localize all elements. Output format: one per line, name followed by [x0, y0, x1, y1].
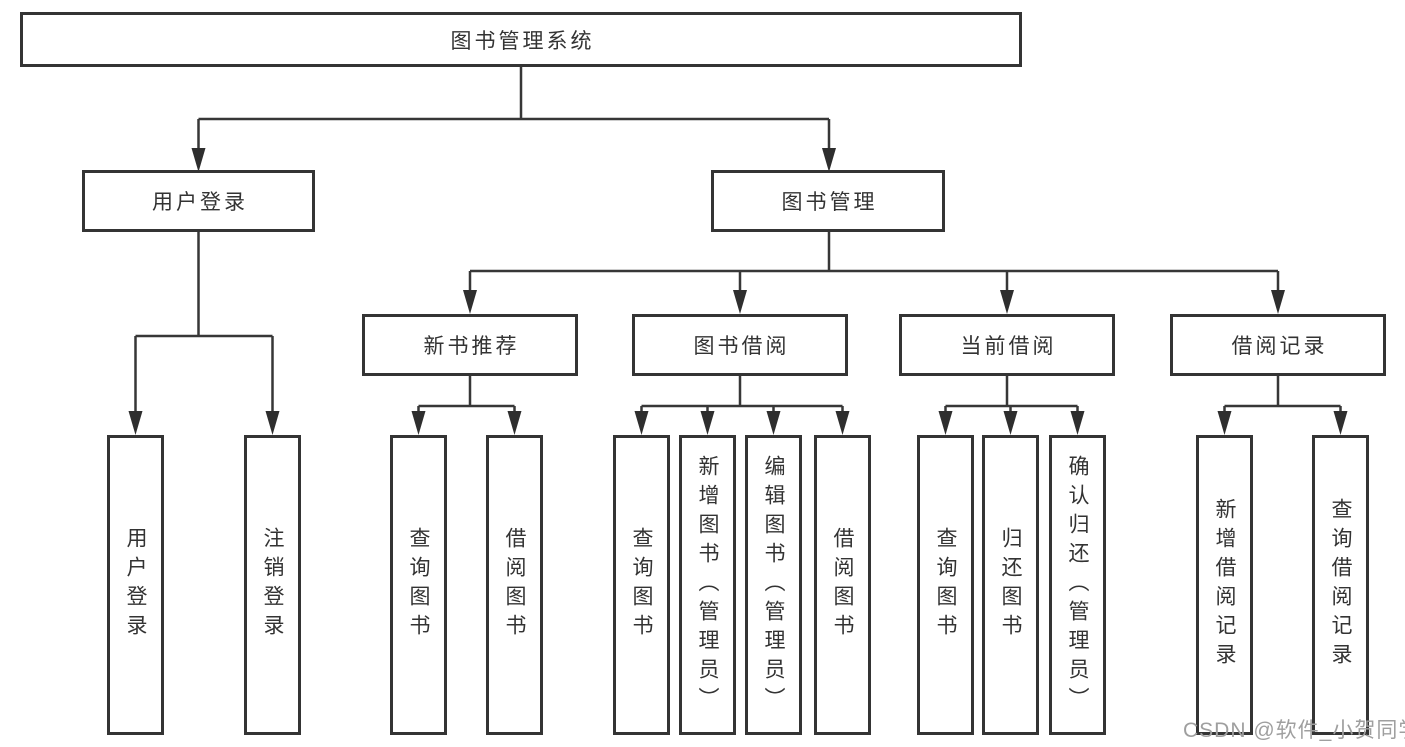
- node-label: 编辑图书（管理员）: [762, 454, 785, 716]
- connector-root-to-level2: [191, 67, 836, 172]
- node-label: 查询图书: [407, 527, 430, 643]
- node-borrow-records: 借阅记录: [1170, 314, 1386, 376]
- node-label: 借阅图书: [831, 527, 854, 643]
- node-label: 新书推荐: [423, 335, 520, 358]
- leaf-query-books-recommend: 查询图书: [390, 435, 447, 735]
- node-book-borrow: 图书借阅: [632, 314, 848, 376]
- node-label: 借阅图书: [503, 527, 526, 643]
- connector-user-login-branch: [128, 232, 280, 435]
- node-label: 确认归还（管理员）: [1066, 454, 1089, 716]
- node-label: 图书管理系统: [450, 29, 595, 53]
- leaf-edit-books-admin: 编辑图书（管理员）: [745, 435, 802, 735]
- node-label: 查询图书: [934, 527, 957, 643]
- connector-book-borrow-branch: [634, 376, 850, 435]
- node-label: 图书借阅: [693, 335, 790, 358]
- node-label: 用户登录: [152, 191, 248, 214]
- node-book-management: 图书管理: [711, 170, 945, 232]
- node-new-book-recommend: 新书推荐: [362, 314, 578, 376]
- leaf-borrow-books-recommend: 借阅图书: [486, 435, 543, 735]
- connector-new-book-branch: [411, 376, 522, 435]
- leaf-logout: 注销登录: [244, 435, 301, 735]
- node-label: 新增图书（管理员）: [696, 454, 719, 716]
- leaf-query-borrow-record: 查询借阅记录: [1312, 435, 1369, 735]
- leaf-add-books-admin: 新增图书（管理员）: [679, 435, 736, 735]
- leaf-borrow-books: 借阅图书: [814, 435, 871, 735]
- connector-current-borrow-branch: [938, 376, 1085, 435]
- leaf-query-books-borrow: 查询图书: [613, 435, 670, 735]
- node-label: 当前借阅: [960, 335, 1057, 358]
- leaf-confirm-return-admin: 确认归还（管理员）: [1049, 435, 1106, 735]
- connector-borrow-record-branch: [1217, 376, 1348, 435]
- node-label: 借阅记录: [1231, 335, 1328, 358]
- node-label: 图书管理: [781, 191, 878, 214]
- leaf-query-books-current: 查询图书: [917, 435, 974, 735]
- node-label: 注销登录: [261, 527, 284, 643]
- connector-book-management-branch: [463, 232, 1285, 314]
- leaf-add-borrow-record: 新增借阅记录: [1196, 435, 1253, 735]
- node-label: 查询图书: [630, 527, 653, 643]
- leaf-user-login: 用户登录: [107, 435, 164, 735]
- node-label: 归还图书: [999, 527, 1022, 643]
- node-label: 用户登录: [124, 527, 147, 643]
- node-current-borrow: 当前借阅: [899, 314, 1115, 376]
- csdn-watermark: CSDN @软件_小贺同学: [1183, 719, 1405, 742]
- node-user-login: 用户登录: [82, 170, 315, 232]
- leaf-return-books: 归还图书: [982, 435, 1039, 735]
- node-library-management-system: 图书管理系统: [20, 12, 1022, 67]
- node-label: 新增借阅记录: [1213, 498, 1236, 672]
- node-label: 查询借阅记录: [1329, 498, 1352, 672]
